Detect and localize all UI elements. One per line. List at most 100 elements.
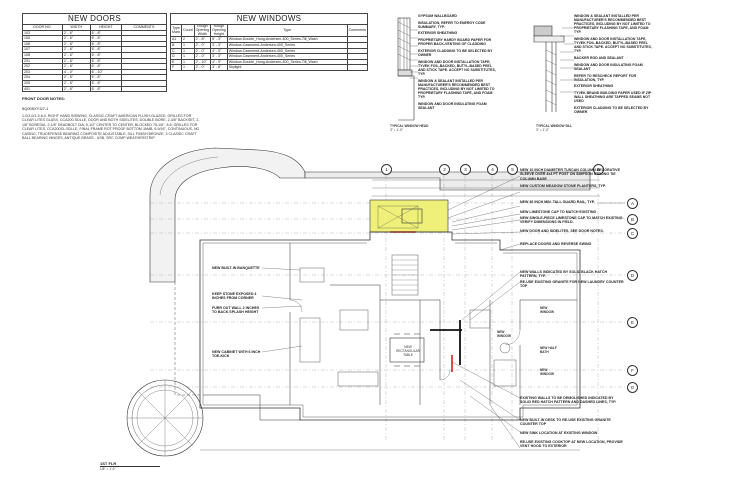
grid-bubble-3: 3 [460,164,471,175]
callout-guard-rail: NEW 36 INCH MIN. TALL GUARD RAIL, TYP. [520,200,595,204]
door-notes-heading: FRONT DOOR NOTES: [22,96,66,101]
grid-bubble-1: 1 [381,164,392,175]
callout-tuscan-column: NEW 10 INCH DIAMETER TUSCAN COLUMN DECOR… [520,168,620,181]
callout-keep-stone: KEEP STONE EXPOSED 4 INCHES FROM CORNER [212,292,257,301]
detail-callout: REFER TO RESCHECK REPORT FOR INSULATION,… [574,73,637,82]
grid-bubble-5: 5 [507,164,518,175]
table-cell: 401 [22,85,63,93]
detail-callout: GYPSUM WALLBOARD [418,14,457,18]
detail-callout: WINDOW AND DOOR INSTALLATION TAPE, TYVEK… [418,59,496,76]
room-label-window-2: NEW WINDOW [540,306,554,314]
table-cell [120,79,168,87]
table-cell: 202 [22,63,63,70]
doors-table-title: NEW DOORS [22,13,167,25]
detail-callout: WINDOW AND DOOR INSULATING FOAM SEALANT [574,62,643,71]
table-cell [120,68,168,76]
windows-col-header: Rough Opening Height [210,23,228,38]
plan-title: 1ST FLR [100,461,117,466]
callout-new-walls: NEW WALLS INDICATED BY SOLID BLACK HATCH… [520,270,608,279]
callout-banquette: NEW BUILT-IN BANQUETTE [212,266,260,270]
detail-callout: WINDOW & SEALANT INSTALLED PER MANUFACTU… [574,14,651,35]
detail-callout: PROPRIETARY HARDY BOARD PAPER FOR PROPER… [418,38,492,47]
callout-cooktop: RE-USE EXISTING COOKTOP AT NEW LOCATION,… [520,440,623,449]
grid-bubble-g: G [627,382,638,393]
table-cell [120,63,168,70]
detail-callout: TYVEK BRAND BUILDING PAPER USED IF ZIP W… [574,90,652,104]
door-notes-code: 5Q005XY3/7-1 [22,106,49,111]
plan-title-underline [100,466,160,467]
window-sill-detail [533,25,574,112]
window-sill-callouts: WINDOW & SEALANT INSTALLED PER MANUFACTU… [574,14,654,117]
detail-callout: WINDOW AND DOOR INSTALLATION TAPE, TYVEK… [574,37,652,54]
callout-sink-location: NEW SINK LOCATION AT EXISTING WINDOW [520,431,598,435]
grid-bubble-2: 2 [439,164,450,175]
callout-furr-out: FURR OUT WALL 2 INCHES TO BACK SPLASH HE… [212,306,260,315]
table-cell [120,74,168,81]
callout-new-cabinet: NEW CABINET WITH 6 INCH TOE-KICK [212,350,261,359]
callout-built-in-desk: NEW BUILT-IN DESK TO RE-USE EXISTING GRA… [520,418,611,427]
table-cell: F [170,64,182,71]
grid-bubble-f: F [627,365,638,376]
doors-col-header: COMMENTS [120,24,168,31]
doors-col-header: HEIGHT [89,24,122,31]
windows-col-header: Comments [346,23,369,38]
callout-stone-planters: NEW CUSTOM MEADOW STONE PLANTERS, TYP. [520,184,606,188]
window-head-title: TYPICAL WINDOW HEAD [390,124,429,128]
window-head-scale: 3" = 1'-0" [390,128,403,132]
window-sill-title: TYPICAL WINDOW SILL [536,124,573,128]
grid-bubble-a: A [627,198,638,209]
callout-replace-doors: REPLACE DOORS AND REVERSE SWING [520,242,592,246]
table-cell: 6' - 8" [89,79,122,87]
table-cell [346,64,369,71]
grid-bubble-b: B [627,214,638,225]
callout-single-piece-cap: NEW SINGLE-PIECE LIMESTONE CAP TO MATCH … [520,216,624,225]
grid-bubble-e: E [627,317,638,328]
room-label-window-3: NEW WINDOW [540,368,554,376]
gazebo [126,379,204,457]
detail-callout: EXTERIOR CLADDING TO BE SELECTED BY OWNE… [574,105,649,114]
table-cell: 205 [22,79,63,87]
callout-door-sidelites: NEW DOOR AND SIDELITES, SEE DOOR NOTES. [520,229,604,233]
table-cell: 203 [22,68,63,76]
table-cell: 204 [22,74,63,81]
detail-callout: EXTERIOR SHEATHING [574,84,614,89]
table-cell: 6' - 8" [89,85,122,93]
table-cell: 6' - 10" [89,68,122,76]
detail-callout: WINDOW AND DOOR INSULATING FOAM SEALANT [418,101,487,110]
plan-scale: 1/8" = 1'-0" [100,467,116,471]
window-sill-scale: 3" = 1'-0" [536,128,549,132]
doors-col-header: DOOR NO. [22,24,63,31]
detail-callout: EXTERIOR SHEATHING [418,31,458,36]
window-head-detail [397,17,418,121]
table-cell: 6' - 8" [89,63,122,70]
grid-bubble-4: 4 [487,164,498,175]
callout-demolished-walls: EXISTING WALLS TO BE DEMOLISHED INDICATE… [520,396,617,405]
window-head-callouts: GYPSUM WALLBOARD INSULATION, REFER TO ENE… [418,14,498,113]
detail-callout: BACKER ROD AND SEALANT [574,56,624,61]
detail-callout: EXTERIOR CLADDING TO BE SELECTED BY OWNE… [418,48,493,58]
callout-limestone-cap: NEW LIMESTONE CAP TO MATCH EXISTING [520,210,597,214]
grid-bubble-c: C [627,228,638,239]
room-label-table: NEW RECTANGULAR TABLE [396,345,420,357]
detail-callout: WINDOW & SEALANT INSTALLED PER MANUFACTU… [418,78,495,100]
table-cell [120,85,168,93]
room-label-window-1: NEW WINDOW [497,330,511,338]
windows-col-header: Count [181,23,195,38]
detail-callout: INSULATION, REFER TO ENERGY CODE SUMMARY… [418,20,486,29]
room-label-half-bath: NEW HALF BATH [540,346,557,354]
grid-bubble-6: 6 [593,164,604,175]
door-notes-body: 1-0/3-0/1-5 8-0, RIGHT HAND INSWING, CLA… [22,114,200,141]
grid-bubble-d: D [627,270,638,281]
table-cell: 6' - 8" [89,74,122,81]
callout-laundry-granite: RE-USE EXISTING GRANITE FOR NEW LAUNDRY … [520,280,624,289]
